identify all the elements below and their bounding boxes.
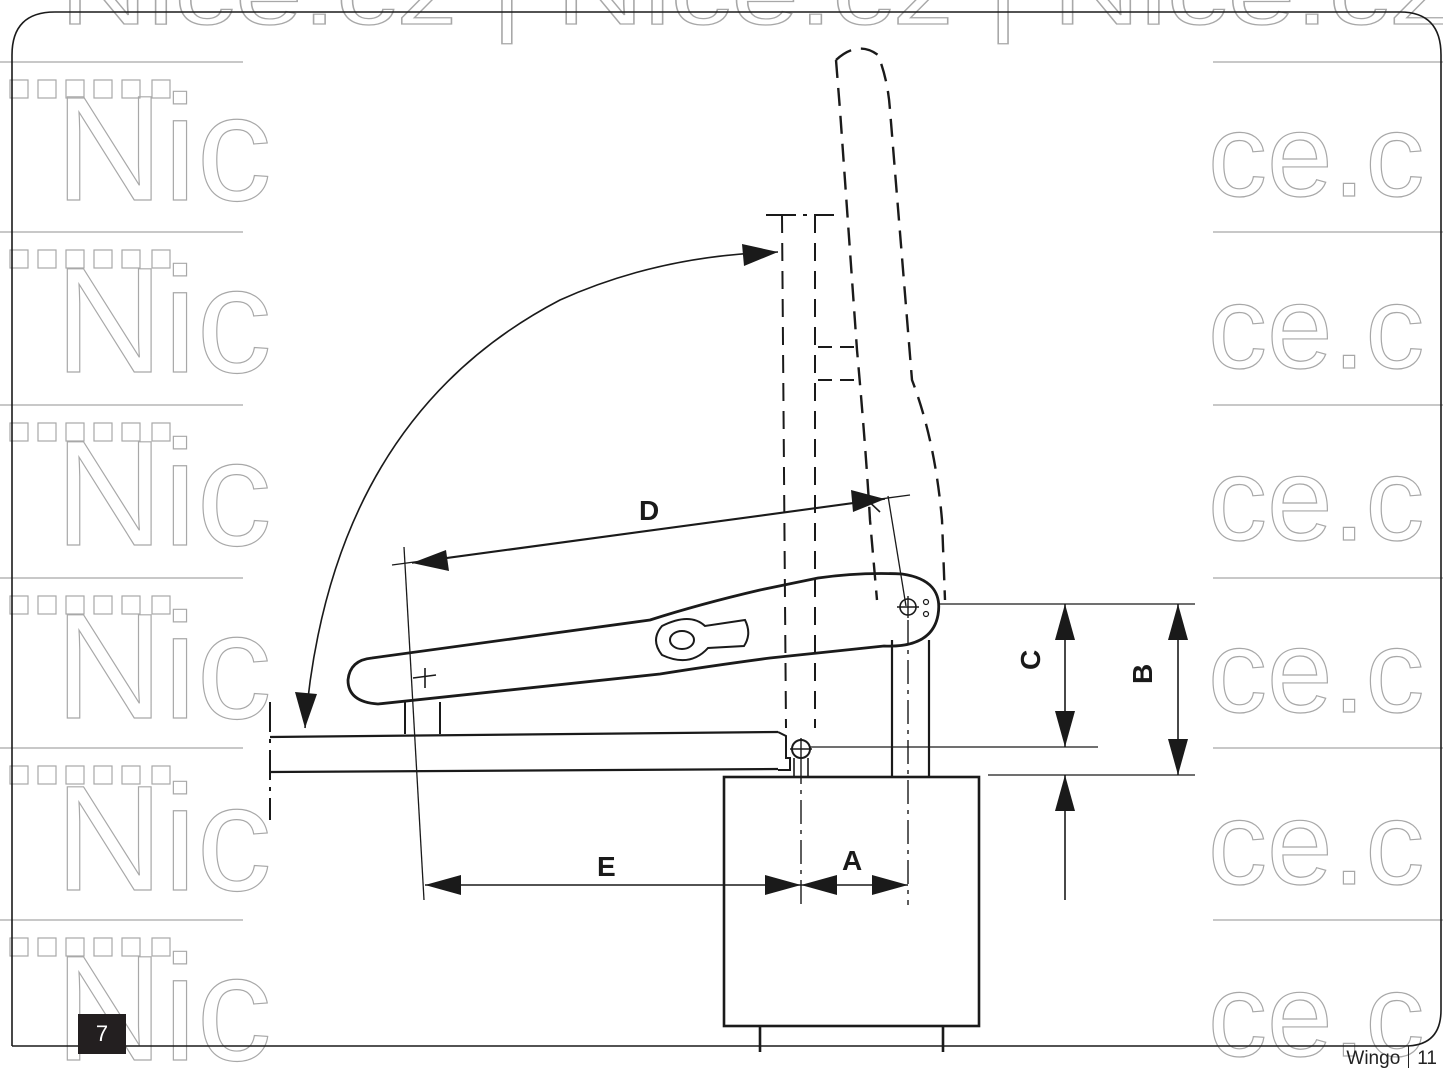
watermark-left-column: Nic Nic Nic Nic Nic Nic (0, 61, 272, 1066)
gate-leaf-open (766, 214, 858, 729)
watermark-left-1: Nic (55, 64, 272, 232)
watermark-left-4: Nic (55, 582, 272, 750)
watermark-right-1: ce.c (1208, 90, 1424, 222)
page-footer: Wingo 11 (1346, 1046, 1437, 1070)
dimension-e-a (425, 875, 908, 895)
motor-post (890, 640, 931, 777)
page-border (11, 11, 1442, 1047)
footer-page-number: 11 (1417, 1048, 1437, 1069)
label-d: D (639, 495, 659, 526)
dimension-d (391, 490, 911, 901)
watermark-right-5: ce.c (1208, 778, 1424, 910)
arm-support (404, 702, 441, 734)
watermark-right-2: ce.c (1208, 262, 1424, 394)
watermark-left-2: Nic (55, 236, 272, 404)
footer-separator (1408, 1046, 1410, 1068)
figure-number-badge: 7 (78, 1014, 126, 1054)
center-lines (800, 620, 909, 905)
dimension-b-c (810, 603, 1195, 900)
swing-arc (295, 244, 779, 729)
footer-product: Wingo (1346, 1048, 1401, 1069)
gate-leaf (269, 702, 791, 820)
watermark-left-3: Nic (55, 409, 272, 577)
pillar (722, 775, 981, 1052)
label-e: E (597, 851, 616, 882)
drawing (269, 47, 1195, 1052)
watermark-right-4: ce.c (1208, 606, 1424, 738)
motor-arm (346, 572, 941, 706)
gate-hinge (790, 738, 812, 777)
label-a: A (842, 845, 862, 876)
watermark-top-text: Nice.cz | Nice.cz | Nice.cz (60, 0, 1443, 44)
watermark-right-3: ce.c (1208, 434, 1424, 566)
label-c: C (1015, 650, 1046, 670)
motor-arm-open (834, 47, 947, 601)
watermark-right-column: ce.c ce.c ce.c ce.c ce.c ce.c (1207, 61, 1443, 1066)
watermark-left-5: Nic (55, 754, 272, 922)
label-b: B (1127, 664, 1158, 684)
watermark-squares (9, 79, 171, 957)
